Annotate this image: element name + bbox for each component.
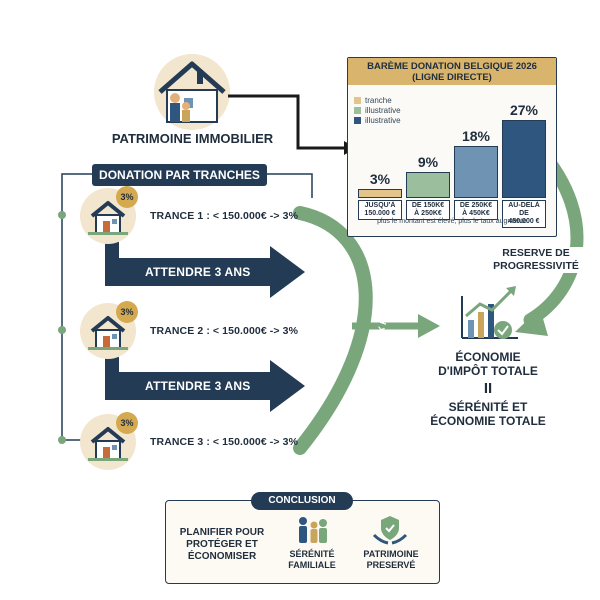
tranche-item-2: 3% TRANCE 2 : < 150.000€ -> 3%: [80, 301, 340, 363]
house-icon: [88, 201, 128, 235]
result-line: SÉRÉNITÉ ET: [448, 400, 528, 414]
house-icon: [88, 427, 128, 461]
result-line: D'IMPÔT TOTALE: [438, 364, 538, 378]
bar-value-label: 3%: [369, 171, 391, 188]
tranche-item-1: 3% TRANCE 1 : < 150.000€ -> 3%: [80, 186, 340, 248]
legend-text: tranche: [365, 96, 392, 105]
bar-category-label: DE 250K€À 450K€: [454, 200, 498, 220]
bar-1: [358, 189, 402, 198]
legend-item: illustrative: [354, 116, 401, 125]
conclusion-item-patrimoine: PATRIMOINE PRESERVÉ: [352, 549, 430, 571]
legend-text: illustrative: [365, 106, 401, 115]
tranche-item-3: 3% TRANCE 3 : < 150.000€ -> 3%: [80, 412, 340, 474]
result-line: ÉCONOMIE: [455, 350, 521, 364]
wait-label-2: ATTENDRE 3 ANS: [145, 379, 251, 393]
bareme-connector-arrow: [228, 94, 344, 150]
rate-badge: 3%: [116, 186, 138, 208]
bar-value-label: 18%: [461, 128, 491, 144]
progressivity-label: RESERVE DE PROGRESSIVITÉ: [482, 247, 590, 273]
tranche-label: TRANCE 1 : < 150.000€ -> 3%: [150, 210, 299, 222]
conclusion-item-line: SÉRÉNITÉ: [289, 549, 335, 559]
rate-badge: 3%: [116, 412, 138, 434]
tranche-icon-circle: [80, 188, 136, 244]
conclusion-item-line: PRESERVÉ: [366, 560, 416, 570]
bareme-panel: BARÈME DONATION BELGIQUE 2026 (LIGNE DIR…: [347, 57, 557, 237]
bareme-legend: tranche illustrative illustrative: [354, 96, 401, 126]
bar-2: [406, 172, 450, 198]
growth-chart-icon: [461, 286, 518, 339]
conclusion-text: PLANIFIER POUR PROTÉGER ET ÉCONOMISER: [176, 527, 268, 563]
patrimoine-title: PATRIMOINE IMMOBILIER: [111, 131, 274, 146]
conclusion-line: ÉCONOMISER: [187, 551, 257, 562]
conclusion-item-line: PATRIMOINE: [363, 549, 419, 559]
wait-arrow-2: [105, 355, 305, 412]
bar-4: [502, 120, 546, 198]
conclusion-line: PROTÉGER ET: [186, 539, 258, 550]
bareme-header: BARÈME DONATION BELGIQUE 2026 (LIGNE DIR…: [348, 58, 556, 85]
tranche-label: TRANCE 2 : < 150.000€ -> 3%: [150, 325, 299, 337]
tranche-icon-circle: [80, 303, 136, 359]
bareme-title-line2: (LIGNE DIRECTE): [412, 72, 492, 83]
legend-item: illustrative: [354, 106, 401, 115]
result-line: ÉCONOMIE TOTALE: [430, 414, 546, 428]
conclusion-badge: CONCLUSION: [251, 492, 353, 510]
result-equals: II: [483, 380, 493, 397]
progressivity-line: PROGRESSIVITÉ: [493, 260, 579, 272]
bar-3: [454, 146, 498, 198]
bar-value-label: 27%: [509, 102, 539, 118]
bar-value-label: 9%: [417, 154, 439, 170]
rate-badge: 3%: [116, 301, 138, 323]
conclusion-item-line: FAMILIALE: [288, 560, 336, 570]
conclusion-box: CONCLUSION PLANIFIER POUR PROTÉGER ET ÉC…: [165, 492, 440, 584]
bareme-title-line1: BARÈME DONATION BELGIQUE 2026: [367, 61, 537, 72]
shield-hands-icon: [372, 516, 408, 545]
tranche-bracket: [61, 173, 92, 441]
progressivity-line: RESERVE DE: [502, 247, 570, 259]
donation-title: DONATION PAR TRANCHES: [92, 164, 267, 186]
wait-label-1: ATTENDRE 3 ANS: [145, 265, 251, 279]
house-icon: [88, 316, 128, 350]
result-block: ÉCONOMIE D'IMPÔT TOTALE II SÉRÉNITÉ ET É…: [428, 350, 548, 428]
bar-category-label: DE 150K€À 250K€: [406, 200, 450, 220]
tranche-label: TRANCE 3 : < 150.000€ -> 3%: [150, 436, 299, 448]
benefit-curve: [293, 206, 373, 455]
conclusion-item-family: SÉRÉNITÉ FAMILIALE: [278, 549, 346, 571]
family-icon: [299, 517, 327, 543]
legend-item: tranche: [354, 96, 401, 105]
patrimoine-house-icon: [154, 54, 230, 130]
conclusion-line: PLANIFIER POUR: [179, 527, 265, 538]
legend-text: illustrative: [365, 116, 401, 125]
bareme-footnote: plus le montant est élevé, plus le taux …: [377, 218, 527, 225]
